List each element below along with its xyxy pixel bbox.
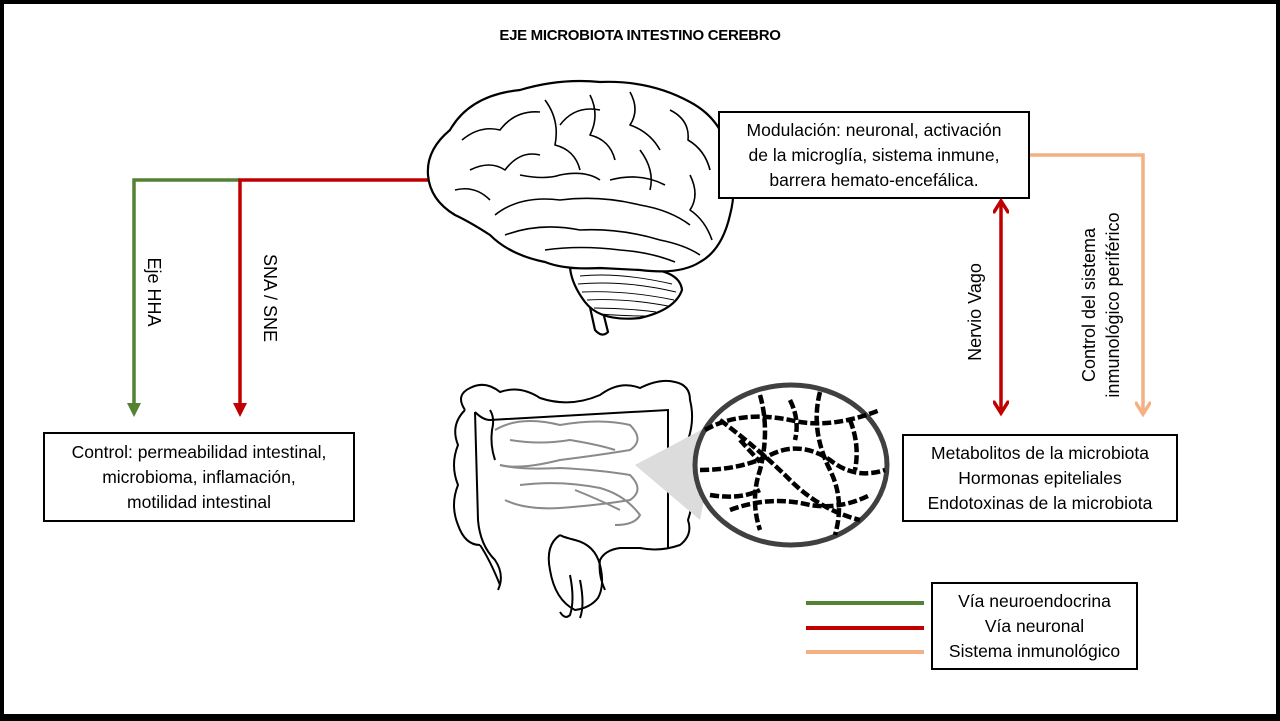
microbiota-products-line-1: Metabolitos de la microbiota xyxy=(931,442,1149,463)
intestine-illustration xyxy=(453,379,694,619)
immune-control-label-line-1: Control del sistema xyxy=(1079,227,1099,383)
vagus-nerve-label: Nervio Vago xyxy=(965,263,985,361)
immune-control-label: Control del sistema inmunológico perifér… xyxy=(1077,190,1127,420)
legend-label-neuronal: Vía neuronal xyxy=(984,615,1085,636)
gut-control-line-1: Control: permeabilidad intestinal, xyxy=(71,441,327,462)
immune-control-arrow xyxy=(1030,153,1143,411)
brain-modulation-line-3: barrera hemato-encefálica. xyxy=(769,169,979,190)
microbiota-magnified-circle xyxy=(692,382,890,548)
hpa-axis-label: Eje HHA xyxy=(144,257,164,327)
ans-ens-arrow xyxy=(233,178,430,417)
diagram-title: EJE MICROBIOTA INTESTINO CEREBRO xyxy=(499,27,781,44)
microbiota-products-box: Metabolitos de la microbiota Hormonas ep… xyxy=(902,434,1178,522)
legend-label-immune: Sistema inmunológico xyxy=(948,640,1121,661)
immune-control-label-line-2: inmunológico periférico xyxy=(1103,212,1123,398)
brain-modulation-box: Modulación: neuronal, activación de la m… xyxy=(718,111,1030,199)
gut-control-box: Control: permeabilidad intestinal, micro… xyxy=(43,432,355,522)
microbiota-products-line-3: Endotoxinas de la microbiota xyxy=(927,492,1153,513)
gut-control-line-2: microbioma, inflamación, xyxy=(102,466,296,487)
legend-box: Vía neuroendocrina Vía neuronal Sistema … xyxy=(931,582,1138,670)
legend-label-neuroendocrine: Vía neuroendocrina xyxy=(958,590,1111,611)
hpa-axis-arrow xyxy=(127,178,240,417)
gut-control-line-3: motilidad intestinal xyxy=(127,491,271,512)
ans-ens-label: SNA / SNE xyxy=(260,253,280,343)
brain-modulation-line-2: de la microglía, sistema inmune, xyxy=(748,144,1000,165)
small-intestine-loops xyxy=(494,420,642,526)
brain-illustration xyxy=(426,79,735,336)
microbiota-products-line-2: Hormonas epiteliales xyxy=(958,467,1122,488)
brain-modulation-line-1: Modulación: neuronal, activación xyxy=(746,119,1002,140)
